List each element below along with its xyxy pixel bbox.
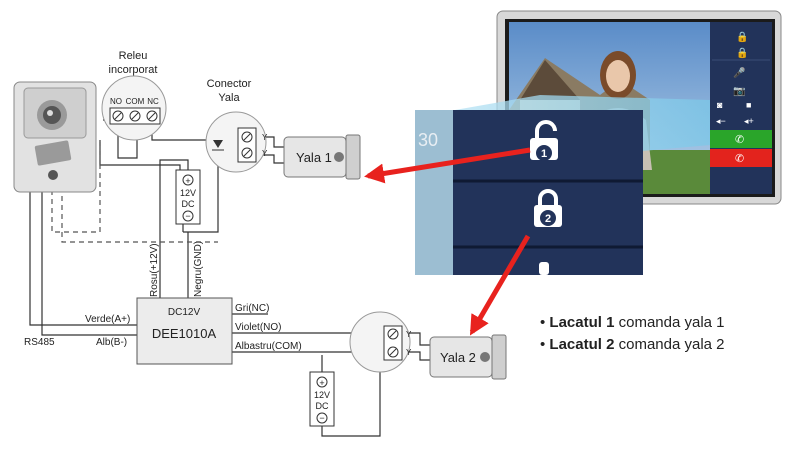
camera-icon[interactable]: 📷 [733, 86, 745, 97]
psu1-plus: + [185, 176, 190, 186]
violet-wire-label: Violet(NO) [235, 322, 282, 333]
connector2-y-bottom: Y [406, 348, 412, 357]
monitor-side-panel: 🔒 🔒 🎤 📷 ◙ ■ ◂− ◂+ ✆ ✆ [710, 22, 772, 194]
dee1010a-module: DC12V DEE1010A [136, 297, 233, 365]
volume-up-icon[interactable]: ◂+ [744, 116, 754, 126]
connector-title-line1: Conector [207, 78, 252, 90]
time-fragment: 30 [418, 130, 438, 150]
accept-call-button[interactable] [710, 130, 772, 148]
relay-circle: Releu incorporat NO COM NC [101, 50, 167, 141]
lock-number-1: 1 [541, 148, 547, 160]
relay-title-line2: incorporat [109, 64, 158, 76]
arrow-to-lock2 [469, 234, 531, 336]
arrow-to-lock1 [364, 147, 531, 184]
psu2-type: DC [316, 401, 329, 411]
dashed-wires [51, 140, 218, 243]
connector-y-top: Y [262, 133, 268, 142]
blue-wire-label: Albastru(COM) [235, 341, 302, 352]
psu2-minus: − [319, 413, 324, 423]
psu2-voltage: 12V [314, 390, 330, 400]
wire-black-label: Negru(GND) [193, 241, 204, 297]
legend-item-1: • Lacatul 1 comanda yala 1 [540, 314, 725, 331]
snapshot-icon[interactable]: ◙ [717, 100, 723, 110]
lock2-small-icon[interactable]: 🔒 [736, 47, 748, 59]
gray-wire-label: Gri(NC) [235, 303, 269, 314]
relay-com-label: COM [126, 97, 145, 106]
hangup-icon: ✆ [735, 153, 744, 165]
zoomed-lock-panel: 30 1 2 [415, 110, 643, 275]
legend: • Lacatul 1 comanda yala 1 • Lacatul 2 c… [540, 312, 725, 356]
connector-y-bottom: Y [262, 149, 268, 158]
white-wire-label: Alb(B-) [96, 337, 127, 348]
lock-number-2: 2 [545, 213, 551, 225]
unlock-3-button-partial[interactable] [539, 262, 549, 275]
relay-nc-label: NC [147, 97, 159, 106]
lock2-label: Yala 2 [440, 350, 476, 365]
rs485-label: RS485 [24, 337, 55, 348]
green-wire-label: Verde(A+) [85, 314, 130, 325]
module-name: DEE1010A [152, 326, 217, 341]
phone-icon: ✆ [735, 134, 744, 146]
psu1-minus: − [185, 211, 190, 221]
module-dc-label: DC12V [168, 307, 201, 318]
unlock-2-button[interactable]: 2 [534, 189, 562, 227]
relay-title-line1: Releu [119, 50, 148, 62]
relay-no-label: NO [110, 97, 122, 106]
connector-title-line2: Yala [218, 92, 240, 104]
connector2-y-top: Y [406, 330, 412, 339]
record-icon[interactable]: ■ [746, 100, 751, 110]
mic-icon[interactable]: 🎤 [733, 66, 746, 79]
psu2-plus: + [319, 378, 324, 388]
lock-1: Yala 1 [283, 134, 361, 180]
power-supply-2: + 12V DC − [309, 371, 335, 427]
volume-down-icon[interactable]: ◂− [716, 116, 726, 126]
wire-red-label: Rosu(+12V) [149, 243, 160, 297]
unlock-1-button[interactable]: 1 [530, 120, 558, 161]
hangup-button[interactable] [710, 149, 772, 167]
lock1-label: Yala 1 [296, 150, 332, 165]
lock1-small-icon[interactable]: 🔒 [736, 31, 748, 43]
lock-connector-1: Conector Yala Y Y [205, 78, 268, 173]
psu1-type: DC [182, 199, 195, 209]
psu1-voltage: 12V [180, 188, 196, 198]
lock-connector-2: Y Y [349, 311, 412, 373]
legend-item-2: • Lacatul 2 comanda yala 2 [540, 336, 725, 353]
power-supply-1: + 12V DC − [175, 169, 201, 225]
lock-2: Yala 2 [429, 334, 507, 380]
door-station [13, 81, 97, 193]
